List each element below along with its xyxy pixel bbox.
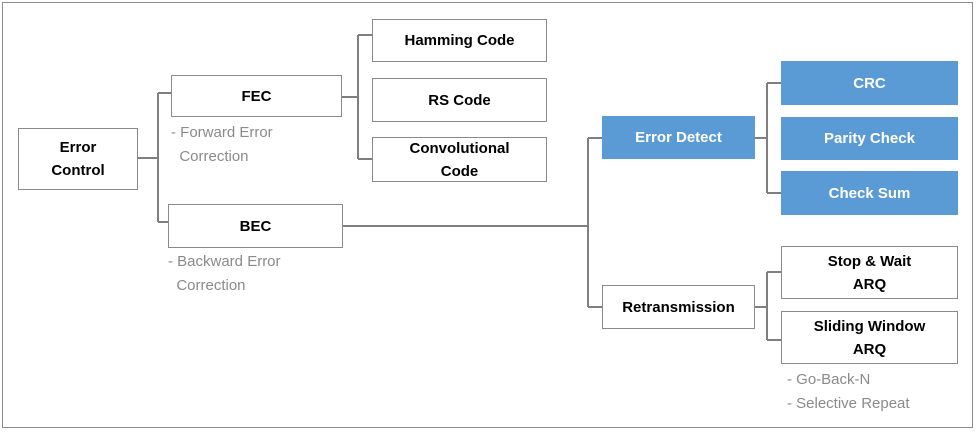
error-control-node: Error Control	[18, 128, 138, 190]
fec-label: FEC	[241, 87, 272, 105]
fec-node: FEC	[171, 75, 342, 117]
convolutional-code-label: Convolutional Code	[409, 139, 510, 180]
error-control-label: Error Control	[51, 139, 105, 179]
check-sum-label: Check Sum	[828, 184, 911, 202]
crc-node: CRC	[781, 61, 958, 105]
hamming-code-label: Hamming Code	[404, 32, 515, 49]
rs-code-label: RS Code	[428, 91, 491, 109]
convolutional-code-node: Convolutional Code	[372, 137, 547, 182]
bec-label: BEC	[239, 217, 272, 235]
check-sum-node: Check Sum	[781, 171, 958, 215]
bec-node: BEC	[168, 204, 343, 248]
stop-and-wait-arq-node: Stop & Wait ARQ	[781, 246, 958, 299]
sliding-window-arq-node: Sliding Window ARQ	[781, 311, 958, 364]
rs-code-node: RS Code	[372, 78, 547, 122]
parity-check-label: Parity Check	[824, 130, 915, 147]
bec-note: - Backward Error Correction	[168, 253, 281, 294]
crc-label: CRC	[853, 74, 886, 92]
retransmission-node: Retransmission	[602, 285, 755, 329]
stop-and-wait-arq-label: Stop & Wait ARQ	[827, 252, 912, 293]
retransmission-label: Retransmission	[622, 298, 735, 316]
hamming-code-node: Hamming Code	[372, 19, 547, 62]
fec-note: - Forward Error Correction	[171, 124, 273, 165]
sliding-window-note: - Go-Back-N - Selective Repeat	[787, 371, 910, 412]
error-detect-label: Error Detect	[635, 129, 722, 146]
sliding-window-arq-label: Sliding Window ARQ	[813, 317, 926, 358]
parity-check-node: Parity Check	[781, 117, 958, 160]
error-detect-node: Error Detect	[602, 116, 755, 159]
